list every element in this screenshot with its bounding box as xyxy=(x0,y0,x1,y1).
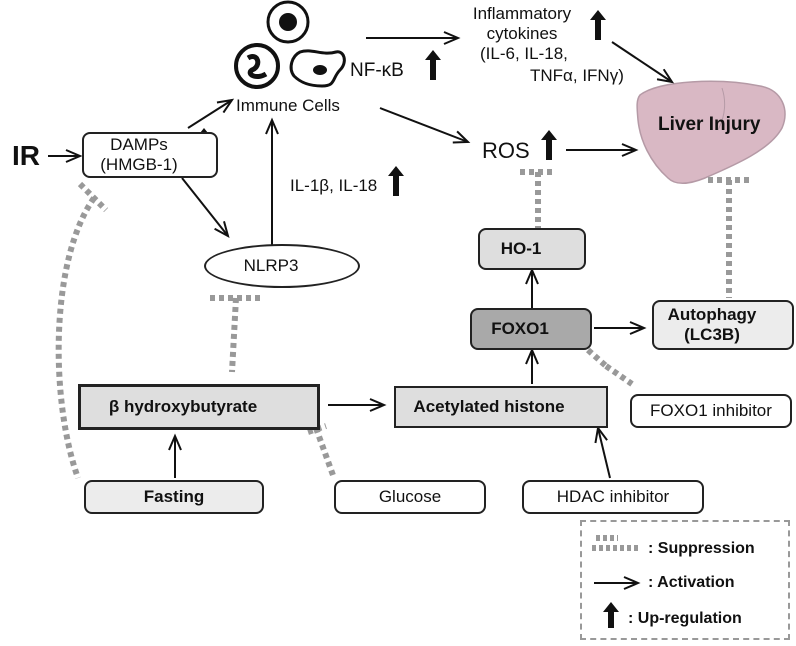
cytokines-line2: cytokines xyxy=(486,24,558,43)
acetylated-histone-box: Acetylated histone xyxy=(394,386,608,428)
bhb-box: β hydroxybutyrate xyxy=(78,384,320,430)
autophagy-sublabel: (LC3B) xyxy=(684,325,740,344)
nlrp3-node: NLRP3 xyxy=(204,244,360,288)
foxo1-box: FOXO1 xyxy=(470,308,592,350)
activation-arrows xyxy=(48,31,675,479)
liver-injury-label: Liver Injury xyxy=(658,114,761,135)
ho1-label: HO-1 xyxy=(500,239,542,259)
glucose-box: Glucose xyxy=(334,480,486,514)
ros-label: ROS xyxy=(482,138,530,163)
glucose-label: Glucose xyxy=(378,487,442,507)
cytokines-line1: Inflammatory xyxy=(472,4,572,23)
ho1-box: HO-1 xyxy=(478,228,586,270)
legend-activation-label: : Activation xyxy=(648,574,735,591)
fasting-label: Fasting xyxy=(143,487,205,507)
damps-sublabel: (HMGB-1) xyxy=(100,155,178,174)
bhb-label: β hydroxybutyrate xyxy=(108,397,258,417)
autophagy-label: Autophagy xyxy=(667,305,757,325)
immune-cells-label: Immune Cells xyxy=(236,96,340,115)
damps-label: DAMPs xyxy=(110,135,168,155)
nfkb-label: NF-κB xyxy=(350,60,404,81)
foxo1-label: FOXO1 xyxy=(491,319,549,339)
legend-upregulation-label: : Up-regulation xyxy=(628,610,742,627)
liver-icon xyxy=(636,80,786,184)
legend: : Suppression : Activation : Up-regulati… xyxy=(580,520,790,640)
hdac-inhibitor-box: HDAC inhibitor xyxy=(522,480,704,514)
foxo1-inhibitor-box: FOXO1 inhibitor xyxy=(630,394,792,428)
foxo1-inhibitor-label: FOXO1 inhibitor xyxy=(650,401,772,421)
up-arrow-icons xyxy=(196,10,790,416)
nlrp3-label: NLRP3 xyxy=(243,256,299,276)
legend-icons xyxy=(592,535,641,628)
hdac-inhibitor-label: HDAC inhibitor xyxy=(556,487,670,507)
cytokines-line3: (IL-6, IL-18, xyxy=(480,44,568,63)
acetylated-histone-label: Acetylated histone xyxy=(413,397,565,417)
fasting-box: Fasting xyxy=(84,480,264,514)
ir-label: IR xyxy=(12,140,40,171)
autophagy-box: Autophagy (LC3B) xyxy=(652,300,794,350)
immune-cell-icon xyxy=(234,0,346,89)
il-label: IL-1β, IL-18 xyxy=(290,176,378,195)
legend-suppression-label: : Suppression xyxy=(648,540,755,557)
suppression-lines xyxy=(55,169,750,480)
damps-box: DAMPs (HMGB-1) xyxy=(82,132,218,178)
cytokines-line4: TNFα, IFNγ) xyxy=(530,66,624,85)
